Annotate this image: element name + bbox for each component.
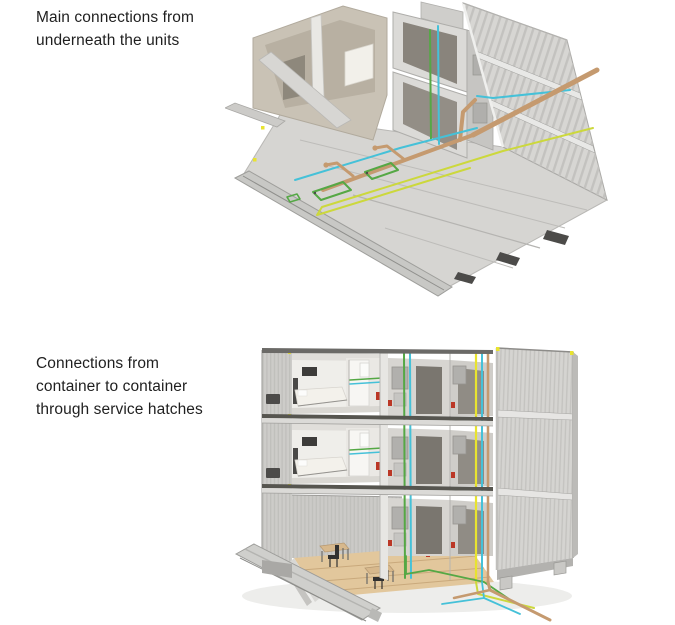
cyan-underside-pipe (294, 127, 478, 181)
vent-slots (454, 230, 569, 284)
corner-fitting (253, 158, 257, 162)
support-foot (553, 560, 567, 576)
bedroom-unit-1 (291, 351, 383, 415)
riser-pipes (429, 25, 477, 145)
wall-pipes (316, 67, 600, 216)
green-loop-small (286, 193, 301, 203)
chair (328, 545, 339, 567)
foreground-beam (234, 543, 382, 622)
underside-plane (239, 114, 609, 291)
yellow-green-wall-pipe (316, 127, 594, 216)
desk (319, 542, 350, 562)
caption-underside: Main connections from underneath the uni… (36, 9, 195, 49)
left-facade (261, 350, 292, 563)
cutaway-render (234, 347, 578, 622)
floor-bands (261, 348, 494, 497)
bedroom-unit-2 (291, 421, 383, 485)
green-loop (312, 181, 352, 201)
copper-stub-pipe (470, 67, 600, 138)
green-loop (364, 162, 399, 180)
underside-pipes (286, 127, 478, 203)
corner-fitting (261, 126, 265, 130)
corrugated-stack (495, 347, 578, 591)
green-ground-pipe (405, 555, 510, 600)
vent-grille (266, 468, 280, 478)
ground-pipes (405, 555, 552, 622)
service-hatch (472, 102, 488, 124)
underside-render (225, 1, 609, 297)
plinth-beam (262, 560, 292, 578)
cyan-wall-pipe (476, 89, 571, 99)
service-shaft-b (449, 350, 494, 584)
caption-service-hatches: Connections from container to container … (36, 355, 203, 418)
left-open-unit (252, 5, 388, 162)
service-shaft-a (379, 351, 451, 580)
vent-grille (266, 394, 280, 404)
copper-branch (324, 161, 355, 178)
ground-floor (282, 494, 494, 606)
copper-branch (373, 144, 407, 162)
support-foot (499, 575, 513, 591)
